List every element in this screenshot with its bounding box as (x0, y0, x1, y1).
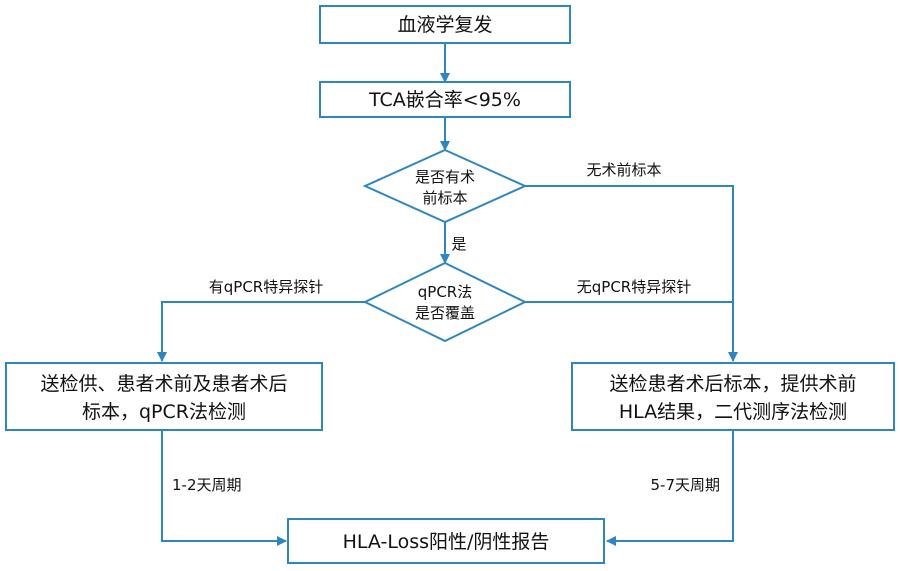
edge-right-to-report (606, 430, 734, 546)
preop-decision (362, 148, 528, 224)
edge-label-no-probe: 无qPCR特异探针 (577, 278, 691, 296)
tca-label: TCA嵌合率<95% (368, 89, 521, 111)
report-box (287, 518, 605, 564)
edge-qpcr-has-probe (157, 301, 365, 362)
qpcr-question-line1: qPCR法 (418, 283, 472, 301)
qpcr-decision (362, 261, 528, 343)
preop-question-line2: 前标本 (422, 189, 467, 207)
left-box-line2: 标本，qPCR法检测 (82, 401, 246, 423)
edge-left-to-report (161, 430, 287, 546)
edge-label-left-cycle: 1-2天周期 (172, 476, 242, 494)
report-label: HLA-Loss阳性/阴性报告 (343, 531, 550, 553)
relapse-label: 血液学复发 (397, 14, 492, 36)
qpcr-question-line2: 是否覆盖 (415, 304, 475, 322)
edge-label-right-cycle: 5-7天周期 (651, 476, 721, 494)
right-test-box (571, 362, 895, 431)
edge-label-yes: 是 (451, 235, 466, 253)
edge-preop-no (525, 185, 738, 362)
left-test-box (5, 362, 323, 431)
relapse-box (319, 5, 571, 44)
right-box-line1: 送检患者术后标本，提供术前 (609, 373, 856, 395)
preop-question-line1: 是否有术 (415, 168, 475, 186)
edge-label-has-probe: 有qPCR特异探针 (209, 278, 323, 296)
right-box-line2: HLA结果，二代测序法检测 (619, 401, 847, 423)
tca-box (319, 81, 571, 118)
left-box-line1: 送检供、患者术前及患者术后 (40, 373, 287, 395)
edge-label-no-preop: 无术前标本 (586, 161, 661, 179)
